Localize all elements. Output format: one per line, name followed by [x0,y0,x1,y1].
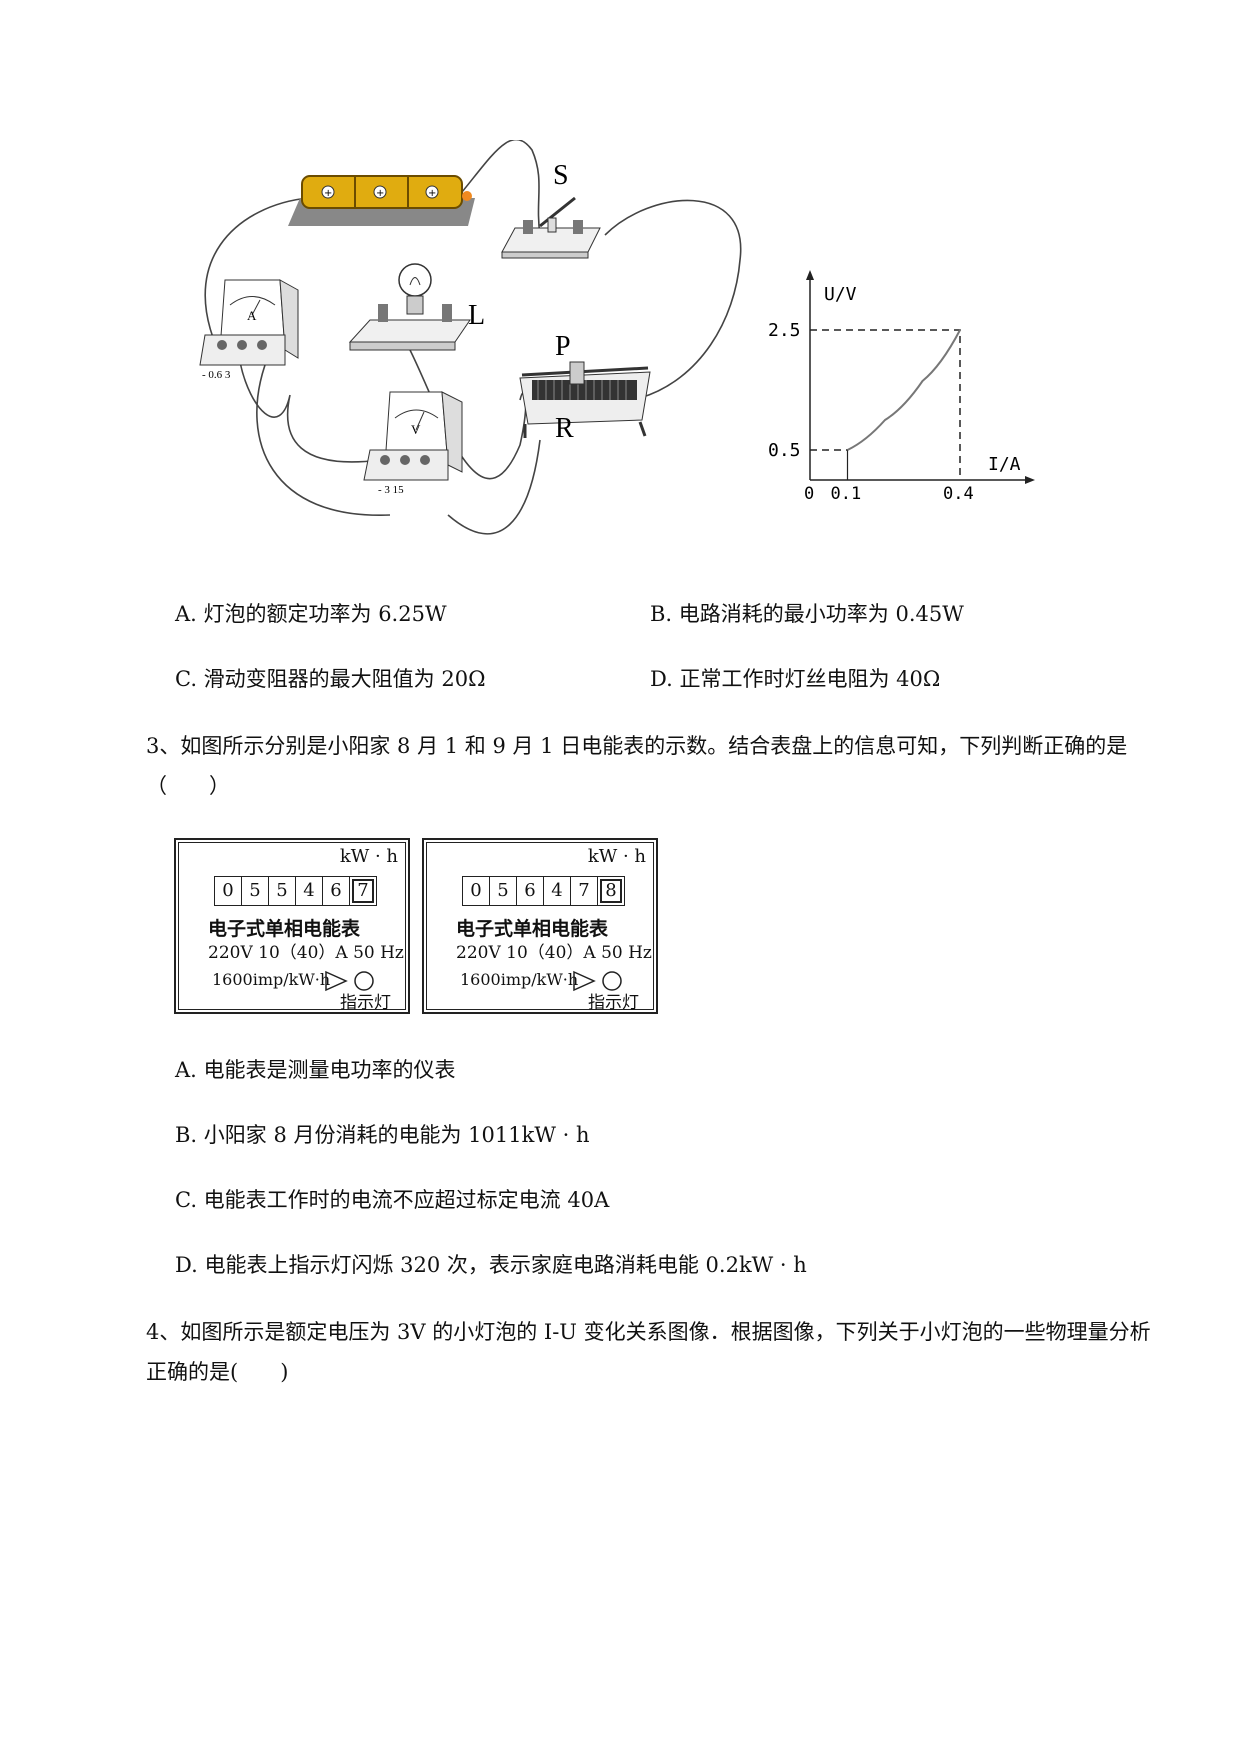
q2-option-c[interactable]: C. 滑动变阻器的最大阻值为 20Ω [175,667,486,691]
switch-label: S [553,160,569,191]
voltmeter-icon [363,391,463,481]
svg-text:+: + [324,188,332,199]
y-axis-label: U/V [824,284,857,305]
voltmeter-label: V [411,422,421,437]
slider-label: P [555,331,571,362]
indicator-light-icon [325,970,374,992]
meter-digit: 7 [571,877,598,905]
x-axis-arrow [1025,476,1035,484]
meter-rating: 220V 10（40）A 50 Hz [456,943,652,963]
meter-digit: 5 [269,877,296,905]
q3-stem: 3、如图所示分别是小阳家 8 月 1 和 9 月 1 日电能表的示数。结合表盘上… [146,734,1128,798]
q2-option-d[interactable]: D. 正常工作时灯丝电阻为 40Ω [650,667,941,691]
meter-digit: 6 [517,877,544,905]
rheostat-icon [519,361,651,438]
meter-aug-1: kW · h 0 5 5 4 6 7 电子式单相电能表 220V 10（40）A… [174,838,410,1014]
q2-option-a[interactable]: A. 灯泡的额定功率为 6.25W [175,602,447,626]
meter-digits: 0 5 5 4 6 7 [214,876,377,906]
switch-icon [501,196,601,259]
q4-stem: 4、如图所示是额定电压为 3V 的小灯泡的 I-U 变化关系图像．根据图像，下列… [146,1320,1151,1384]
rheostat-label: R [555,413,574,444]
indicator-label: 指示灯 [588,993,639,1013]
meter-digits: 0 5 6 4 7 8 [462,876,625,906]
meter-rating: 220V 10（40）A 50 Hz [208,943,404,963]
meter-unit: kW · h [339,846,398,867]
x-tick-label: 0.4 [943,484,974,504]
y-tick-label: 2.5 [768,320,801,341]
meter-name: 电子式单相电能表 [208,918,361,940]
u-i-curve [847,329,961,451]
ammeter-terminals: - 0.6 3 [202,369,231,381]
guide-line-max [810,329,961,480]
q3-option-a[interactable]: A. 电能表是测量电功率的仪表 [175,1058,456,1082]
meter-decimal-digit: 7 [350,877,376,905]
meter-decimal-digit: 8 [598,877,624,905]
q3-option-b[interactable]: B. 小阳家 8 月份消耗的电能为 1011kW · h [175,1123,590,1147]
meter-digit: 5 [490,877,517,905]
meter-unit: kW · h [587,846,646,867]
meter-name: 电子式单相电能表 [456,918,609,940]
q3-option-d[interactable]: D. 电能表上指示灯闪烁 320 次，表示家庭电路消耗电能 0.2kW · h [175,1253,807,1277]
indicator-label: 指示灯 [340,993,391,1013]
x-tick-label: 0.1 [831,484,862,504]
q3-option-c[interactable]: C. 电能表工作时的电流不应超过标定电流 40A [175,1188,610,1212]
voltmeter-terminals: - 3 15 [378,484,404,496]
meter-digit: 5 [242,877,269,905]
battery-icon: + + + [288,175,475,226]
lamp-icon [348,263,471,351]
meter-digit: 0 [463,877,490,905]
q2-option-b[interactable]: B. 电路消耗的最小功率为 0.45W [650,602,964,626]
indicator-light-icon [573,970,622,992]
y-axis-arrow [806,270,814,280]
meter-digit: 6 [323,877,350,905]
meter-impulse: 1600imp/kW·h [460,970,579,989]
meter-digit: 4 [296,877,323,905]
y-tick-label: 0.5 [768,440,801,461]
meter-digit: 4 [544,877,571,905]
meter-impulse: 1600imp/kW·h [212,970,331,989]
meter-digit: 0 [215,877,242,905]
origin-label: 0 [804,484,814,504]
ammeter-label: A [247,308,257,323]
x-axis-label: I/A [988,454,1021,475]
circuit-diagram: + + + S L A - 0.6 3 [199,140,742,535]
svg-text:+: + [376,188,384,199]
lamp-label: L [468,300,485,331]
u-i-graph: U/V I/A 0 0.1 0.4 0.5 2.5 [768,270,1035,504]
svg-text:+: + [428,188,436,199]
ammeter-icon [199,279,299,366]
meter-sep-1: kW · h 0 5 6 4 7 8 电子式单相电能表 220V 10（40）A… [422,838,658,1014]
